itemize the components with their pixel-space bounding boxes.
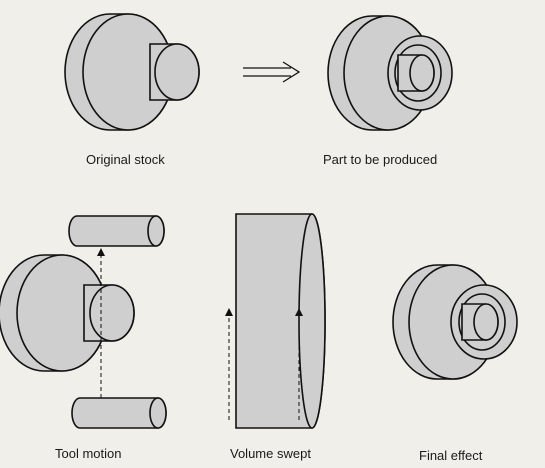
volume-swept-figure — [225, 213, 326, 429]
label-tool-motion: Tool motion — [55, 446, 122, 461]
label-part-to-be-produced: Part to be produced — [323, 152, 438, 167]
transform-arrow — [243, 61, 301, 83]
part-to-be-produced-figure — [327, 15, 453, 131]
label-volume-swept: Volume swept — [230, 446, 311, 461]
label-original-stock: Original stock — [86, 152, 165, 167]
label-final-effect: Final effect — [419, 448, 483, 463]
final-effect-figure — [392, 264, 518, 380]
original-stock-figure — [64, 13, 200, 131]
tool-motion-figure — [0, 215, 167, 429]
